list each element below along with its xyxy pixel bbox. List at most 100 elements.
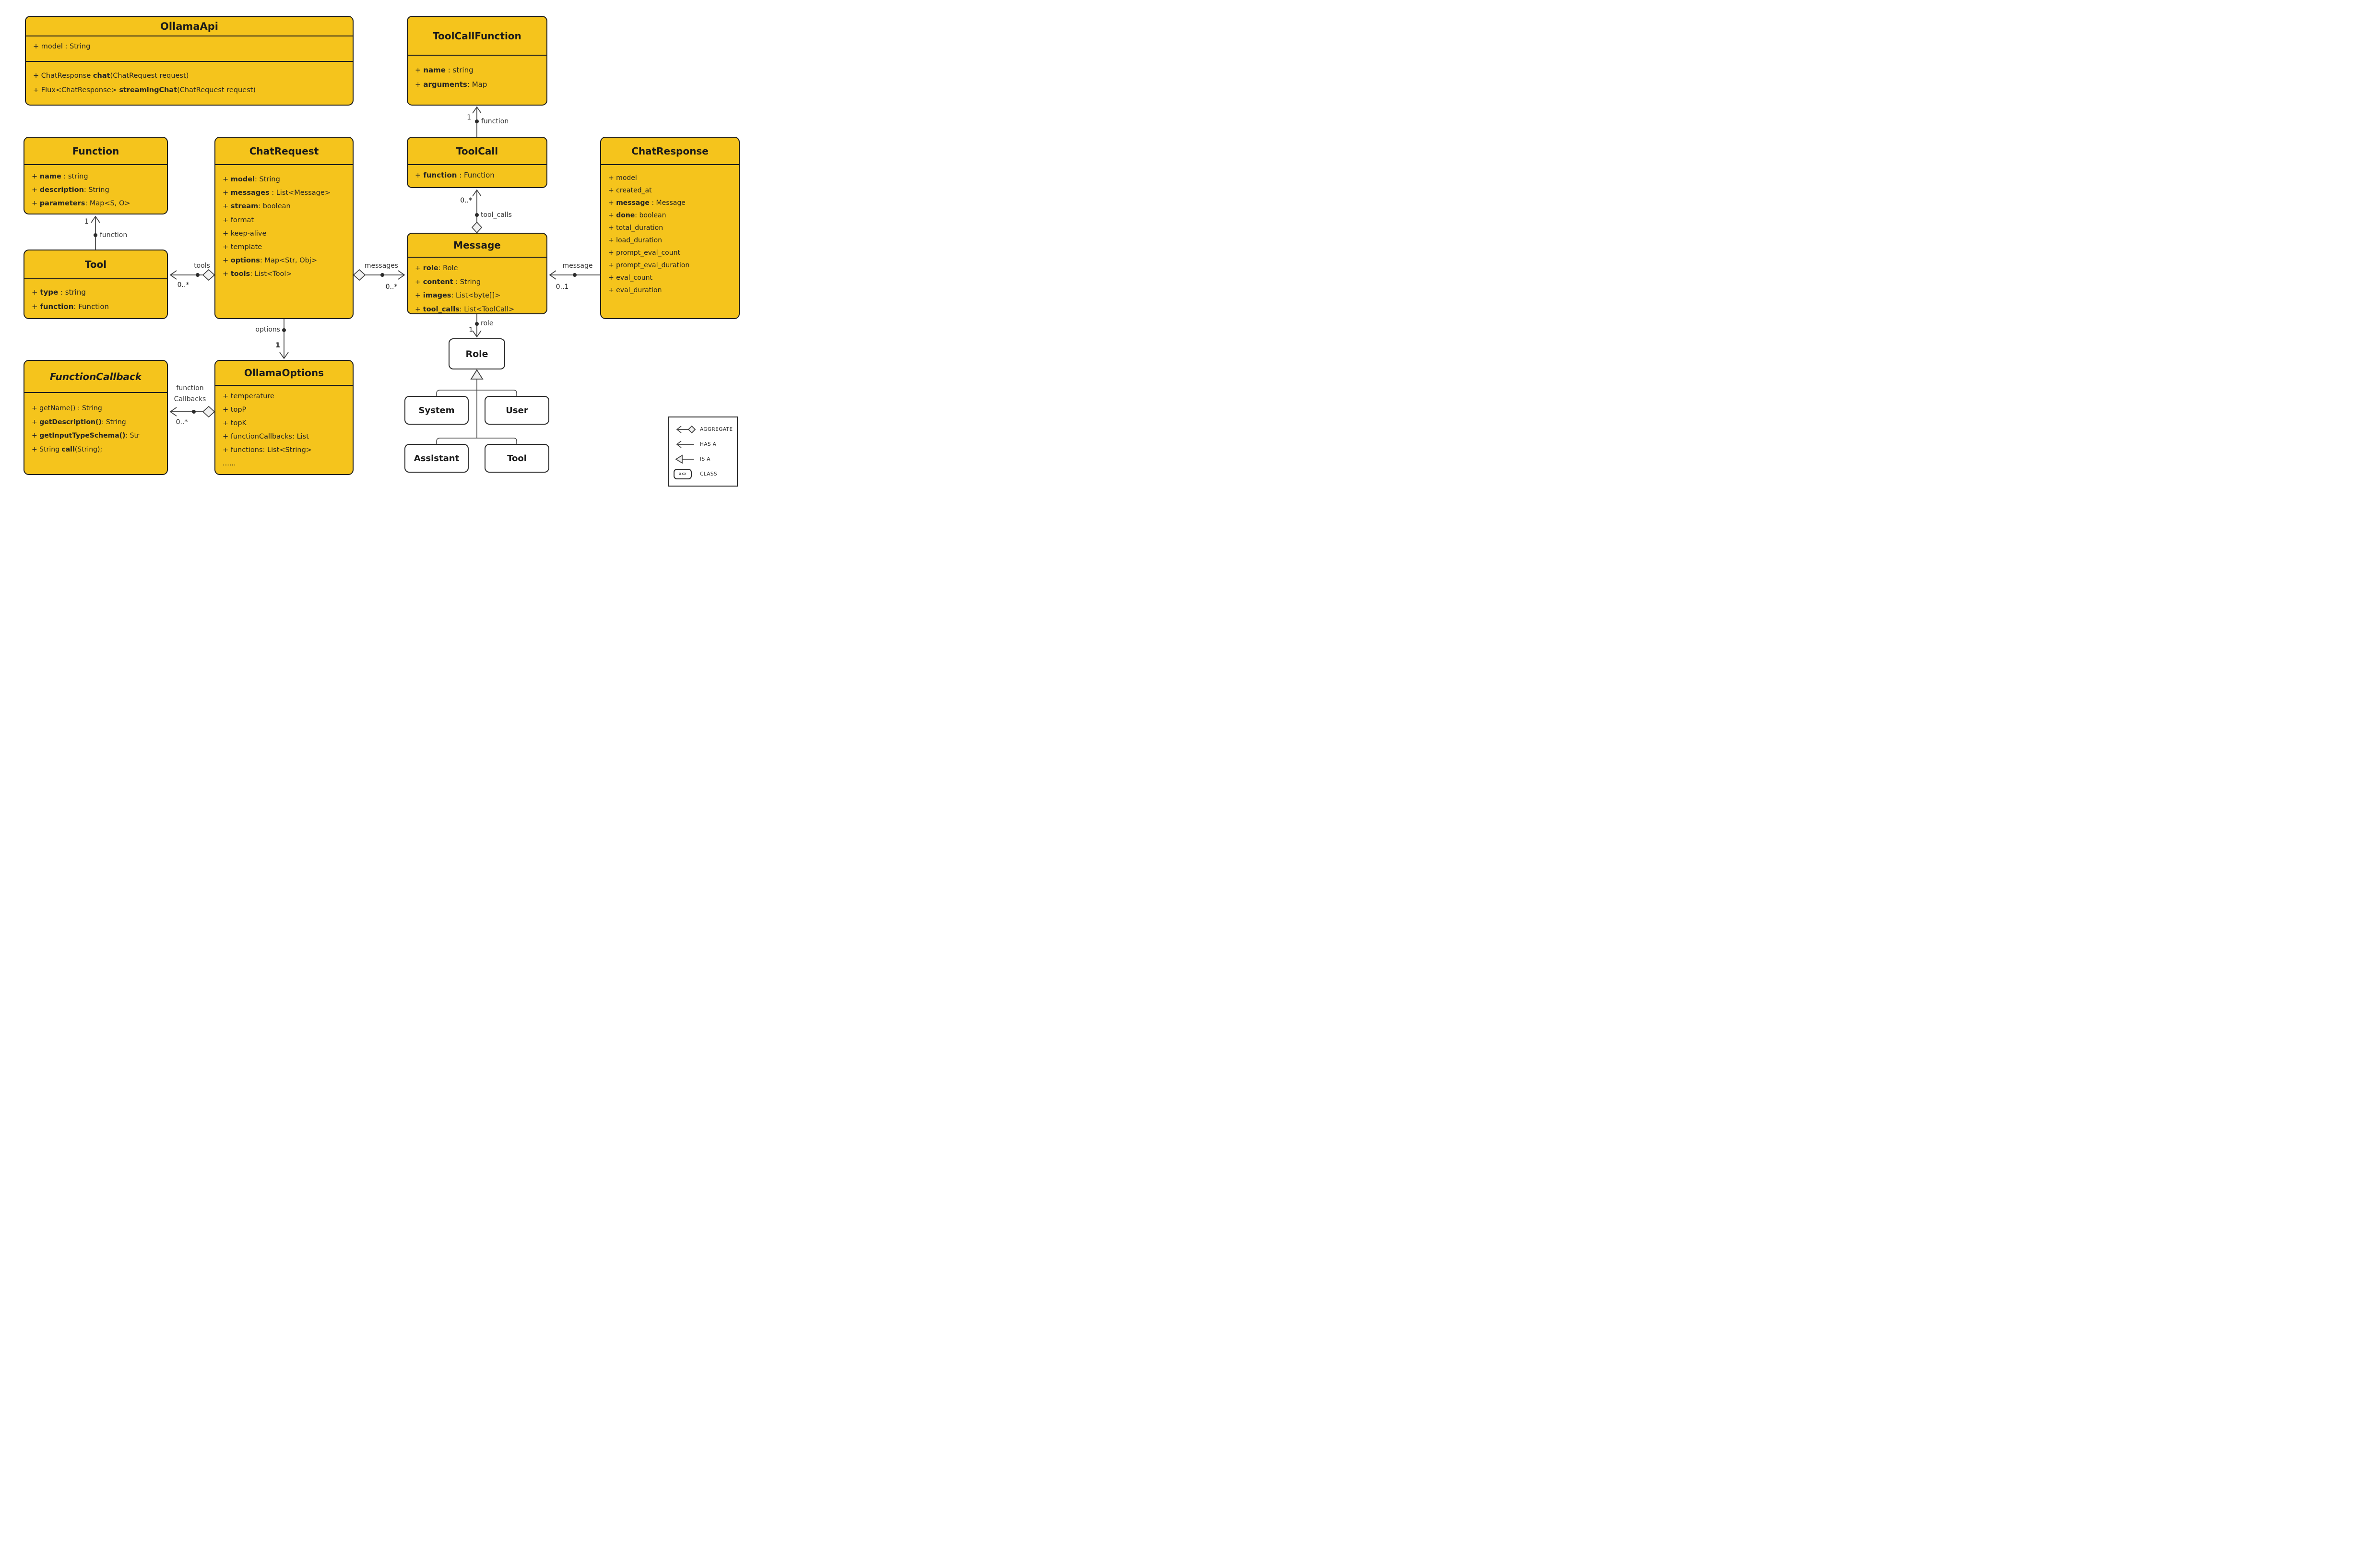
has-a-line-toolcall-to-toolcallfunction [472, 106, 482, 137]
class-chat-request: ChatRequest + model: String + messages :… [214, 137, 354, 319]
edge-multiplicity: 0..* [177, 281, 189, 289]
attributes-section: + model : String [26, 36, 353, 61]
class-title: Assistant [414, 453, 460, 464]
class-function-callback: FunctionCallback + getName() : String + … [24, 360, 168, 475]
has-a-arrow-icon [674, 439, 696, 450]
attribute-line: + stream: boolean [223, 202, 291, 211]
class-title: ToolCall [408, 138, 546, 165]
attribute-line: + name : string [415, 66, 474, 74]
method-line: + getInputTypeSchema(): Str [32, 432, 140, 440]
legend-label: IS A [700, 456, 710, 462]
attribute-line: + eval_duration [608, 286, 662, 294]
attribute-line: + topK [223, 419, 247, 427]
class-title: ChatRequest [215, 138, 353, 165]
attributes-section: + getName() : String + getDescription():… [24, 393, 167, 458]
edge-multiplicity: 0..1 [556, 283, 569, 291]
attribute-line: + created_at [608, 187, 652, 194]
legend-row-has-a: HAS A [674, 439, 732, 450]
attributes-section: + model + created_at + message : Message… [601, 165, 739, 298]
attribute-line: + name : string [32, 173, 88, 180]
attribute-line: ...... [223, 460, 236, 467]
class-chat-response: ChatResponse + model + created_at + mess… [600, 137, 740, 319]
edge-multiplicity: 1 [467, 114, 471, 121]
legend: AGGREGATE HAS A IS A xxx CLASS [668, 416, 738, 487]
edge-label-messages: messages [364, 262, 399, 270]
has-a-line-tool-to-function [91, 215, 100, 250]
class-message: Message + role: Role + content : String … [407, 233, 547, 314]
legend-row-class: xxx CLASS [674, 468, 732, 480]
edge-label-tool-calls: tool_calls [481, 211, 512, 219]
attribute-line: + topP [223, 406, 247, 414]
method-line: + Flux<ChatResponse> streamingChat(ChatR… [33, 86, 256, 94]
is-a-triangle [470, 369, 484, 380]
edge-multiplicity: 0..* [176, 418, 188, 426]
class-title: User [506, 405, 528, 416]
attribute-line: + function : Function [415, 171, 495, 179]
class-title: ChatResponse [601, 138, 739, 165]
attribute-line: + function: Function [32, 302, 109, 311]
attribute-line: + tools: List<Tool> [223, 270, 292, 278]
class-title: OllamaOptions [215, 361, 353, 386]
edge-multiplicity: 1 [469, 326, 473, 334]
edge-label-function-callbacks-line1: function [176, 384, 204, 392]
attribute-line: + keep-alive [223, 229, 267, 238]
edge-label-function: function [100, 231, 128, 239]
legend-row-is-a: IS A [674, 453, 732, 465]
attribute-line: + description: String [32, 186, 109, 194]
class-title: ToolCallFunction [408, 17, 546, 56]
has-a-line-chatrequest-to-ollamaoptions [279, 319, 289, 359]
edge-label-tools: tools [194, 262, 210, 270]
attribute-line: + model : String [33, 43, 91, 50]
class-role-system: System [404, 396, 469, 425]
class-title: Message [408, 234, 546, 258]
uml-class-diagram: OllamaApi + model : String + ChatRespons… [0, 0, 752, 489]
edge-multiplicity: 0..* [385, 283, 398, 291]
methods-section: + ChatResponse chat(ChatRequest request)… [26, 61, 353, 105]
attributes-section: + role: Role + content : String + images… [408, 258, 546, 318]
edge-multiplicity: 0..* [460, 197, 472, 204]
method-line: + getName() : String [32, 405, 102, 412]
class-tool-call: ToolCall + function : Function [407, 137, 547, 188]
class-title: Tool [507, 453, 527, 464]
attributes-section: + type : string + function: Function [24, 279, 167, 316]
attributes-section: + temperature + topP + topK + functionCa… [215, 386, 353, 472]
aggregate-line-message-to-toolcall [471, 189, 483, 234]
attributes-section: + function : Function [408, 165, 546, 181]
attribute-line: + options: Map<Str, Obj> [223, 257, 318, 265]
legend-label: AGGREGATE [700, 426, 733, 432]
edge-label-function-callbacks-line2: Callbacks [174, 395, 206, 403]
aggregate-line-ollamaoptions-to-functioncallback [169, 405, 215, 418]
is-a-arrow-icon [674, 454, 696, 464]
class-title: Role [465, 348, 488, 359]
attribute-line: + temperature [223, 393, 274, 400]
class-tool-call-function: ToolCallFunction + name : string + argum… [407, 16, 547, 106]
class-function: Function + name : string + description: … [24, 137, 168, 214]
attribute-line: + template [223, 243, 262, 251]
aggregate-line-chatrequest-to-tool [169, 269, 215, 281]
has-a-line-chatresponse-to-message [549, 270, 600, 280]
method-line: + String call(String); [32, 445, 103, 453]
legend-label: CLASS [700, 471, 717, 477]
class-role: Role [449, 338, 505, 369]
class-title: Function [24, 138, 167, 165]
attribute-line: + done: boolean [608, 212, 666, 219]
attribute-line: + model: String [223, 176, 280, 183]
attribute-line: + tool_calls: List<ToolCall> [415, 305, 515, 313]
legend-label: HAS A [700, 441, 717, 447]
attribute-line: + prompt_eval_count [608, 249, 680, 257]
attribute-line: + prompt_eval_duration [608, 262, 690, 269]
legend-row-aggregate: AGGREGATE [674, 424, 733, 435]
attribute-line: + messages : List<Message> [223, 189, 331, 197]
attribute-line: + model [608, 174, 637, 182]
attribute-line: + functionCallbacks: List [223, 433, 309, 440]
method-line: + getDescription(): String [32, 418, 126, 426]
attribute-line: + eval_count [608, 274, 653, 282]
attribute-line: + images: List<byte[]> [415, 292, 501, 299]
attribute-line: + format [223, 216, 254, 224]
attribute-line: + content : String [415, 278, 481, 286]
attributes-section: + name : string + arguments: Map [408, 56, 546, 94]
attribute-line: + arguments: Map [415, 80, 487, 89]
class-symbol-icon: xxx [674, 468, 696, 479]
class-title: System [418, 405, 455, 416]
edge-multiplicity: 1 [275, 342, 280, 349]
